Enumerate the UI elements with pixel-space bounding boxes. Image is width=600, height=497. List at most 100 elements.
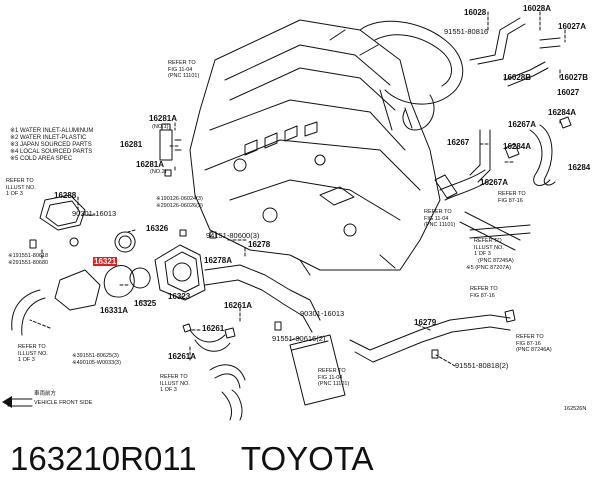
ref-line: ILLUST NO.	[160, 380, 190, 387]
part-16278: 16278	[248, 240, 271, 249]
legend-notes: ※1 WATER INLET-ALUMINUM ※2 WATER INLET-P…	[10, 128, 93, 163]
ref-fig-11-04-bottom: REFER TO FIG 11-04 (PNC 11101)	[318, 368, 349, 388]
ref-fig-11-04-mid: REFER TO FIG 11-04 (PNC 11101)	[424, 209, 455, 229]
bottom-hoses	[182, 309, 516, 406]
ref-line: REFER TO	[424, 209, 452, 215]
ref-line: FIG 11-04	[168, 66, 193, 73]
ref-line: 1 OF 3	[6, 191, 23, 197]
part-16321-highlight: 16321	[93, 257, 118, 266]
part-16284: 16284	[568, 163, 591, 172]
ref-line: FIG 87-16	[516, 340, 541, 347]
ref-line: REFER TO	[470, 286, 498, 292]
ref-pnc-87245a: (PNC 87245A)	[478, 258, 514, 264]
ref-fig-87-16-c: REFER TO FIG 87-16 (PNC 87246A)	[516, 334, 552, 354]
part-16281a-no2: 16281A	[136, 160, 165, 169]
part-91551-80618: ※191551-80618	[8, 253, 49, 259]
part-90126-06024: ※190126-06024(3)	[156, 196, 203, 202]
part-91551-80616: 91551-80616(2)	[272, 334, 326, 343]
part-16325: 16325	[134, 299, 157, 308]
part-16027b: 16027B	[560, 73, 589, 82]
legend-line: ※5 COLD AREA SPEC	[10, 156, 73, 162]
vehicle-front-arrowhead	[2, 396, 12, 408]
label-no1: (NO.1)	[152, 124, 169, 130]
ref-line: REFER TO	[498, 191, 526, 197]
ref-line: REFER TO	[318, 368, 346, 374]
ref-line: (PNC 11101)	[318, 381, 350, 387]
ref-illust-left: REFER TO ILLUST NO. 1 OF 3	[6, 178, 36, 198]
engine-block	[189, 19, 441, 276]
right-hoses	[434, 116, 572, 201]
ref-line: FIG 87-16	[498, 197, 523, 204]
ref-illust-bottom-left: REFER TO ILLUST NO. 1 OF 3	[18, 344, 48, 364]
water-outlet	[154, 229, 321, 333]
leader-lines	[29, 11, 566, 367]
ref-line: FIG 11-04	[318, 374, 343, 381]
figure-number: 162526N	[564, 406, 587, 412]
exploded-parts-diagram	[2, 11, 572, 421]
part-91551-80625: ※391551-80625(3)	[72, 353, 119, 359]
ref-line: (PNC 87246A)	[516, 347, 552, 353]
part-91551-80816: 91551-80816	[444, 27, 489, 36]
intake-assembly	[359, 17, 561, 131]
ref-line: REFER TO	[18, 344, 46, 350]
part-16323: 16323	[168, 292, 191, 301]
caption-part-number: 163210R011	[10, 440, 197, 477]
part-16279: 16279	[414, 318, 437, 327]
part-16261a-top: 16261A	[224, 301, 253, 310]
legend-line: ※1 WATER INLET-ALUMINUM	[10, 128, 94, 134]
part-16326: 16326	[146, 224, 169, 233]
ref-line: 1 OF 3	[18, 357, 35, 363]
ref-line: (PNC 11101)	[168, 73, 200, 79]
front-label-jp: 車両前方	[34, 391, 57, 397]
ref-fig-87-16-a: REFER TO FIG 87-16	[498, 191, 526, 204]
part-16267a-bottom: 16267A	[480, 178, 509, 187]
ref-illust-bottom: REFER TO ILLUST NO. 1 OF 3	[160, 374, 190, 394]
ref-line: REFER TO	[168, 60, 196, 66]
legend-line: ※4 LOCAL SOURCED PARTS	[10, 149, 93, 155]
water-inlet-left	[11, 123, 182, 336]
part-91551-80680: ※291551-80680	[8, 260, 49, 266]
ref-line: REFER TO	[6, 178, 34, 184]
caption-brand: TOYOTA	[240, 440, 374, 477]
part-16261a-bottom: 16261A	[168, 352, 197, 361]
part-16028: 16028	[464, 8, 487, 17]
part-91551-80818: 91551-80818(2)	[455, 361, 509, 370]
ref-pnc-87207a: ※5 (PNC 87207A)	[466, 265, 511, 271]
product-caption: 163210R011 TOYOTA	[10, 432, 590, 486]
part-16284a-top: 16284A	[548, 108, 577, 117]
ref-line: FIG 87-16	[470, 292, 495, 299]
part-16278a: 16278A	[204, 256, 233, 265]
front-label-en: VEHICLE FRONT SIDE	[34, 400, 93, 406]
part-16284a-mid: 16284A	[503, 142, 532, 151]
part-16321: 16321	[93, 257, 118, 266]
part-16267: 16267	[447, 138, 470, 147]
ref-line: FIG 11-04	[424, 215, 449, 222]
part-16028b: 16028B	[503, 73, 532, 82]
ref-fig-87-16-b: REFER TO FIG 87-16	[470, 286, 498, 299]
part-90126-06026: ※290126-06026(3)	[156, 203, 203, 209]
ref-fig-11-04-top: REFER TO FIG 11-04 (PNC 11101)	[168, 60, 199, 80]
legend-line: ※2 WATER INLET-PLASTIC	[10, 135, 87, 141]
ref-line: (PNC 11101)	[424, 222, 456, 228]
part-90105-w0033: ※490105-W0033(3)	[72, 360, 121, 366]
ref-line: ILLUST NO.	[474, 244, 504, 251]
part-16027: 16027	[557, 88, 580, 97]
part-16281a-no1: 16281A	[149, 114, 178, 123]
ref-line: 1 OF 3	[160, 387, 177, 393]
ref-line: ILLUST NO.	[18, 350, 48, 357]
part-90301-16013-b: 90301-16013	[300, 309, 345, 318]
ref-line: REFER TO	[516, 334, 544, 340]
ref-line: REFER TO	[474, 238, 502, 244]
legend-line: ※3 JAPAN SOURCED PARTS	[10, 142, 92, 148]
part-16288: 16288	[54, 191, 77, 200]
part-16281: 16281	[120, 140, 143, 149]
label-no2: (NO.2)	[150, 169, 167, 175]
ref-line: REFER TO	[160, 374, 188, 380]
part-94151-80600: 94151-80600(3)	[206, 231, 260, 240]
part-16027a: 16027A	[558, 22, 587, 31]
ref-illust-right: REFER TO ILLUST NO. 1 OF 3	[474, 238, 504, 258]
ref-line: ILLUST NO.	[6, 184, 36, 191]
part-90301-16013-a: 90301-16013	[72, 209, 117, 218]
part-16267a-top: 16267A	[508, 120, 537, 129]
part-16331a: 16331A	[100, 306, 129, 315]
